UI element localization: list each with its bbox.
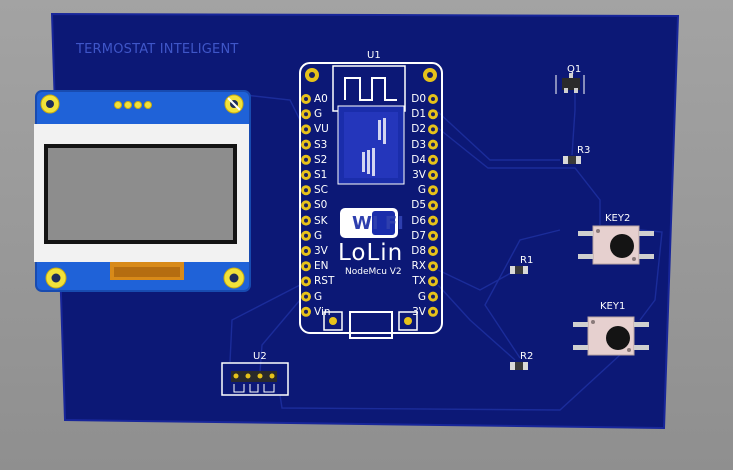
q1-transistor: [555, 73, 585, 94]
u1-pin-label-right: TX: [412, 275, 426, 288]
u1-pin-label-left: A0: [314, 93, 328, 105]
u1-pad-hole: [304, 203, 308, 208]
u1-pin-label-right: D5: [411, 199, 426, 212]
u1-pad-hole: [431, 173, 435, 177]
u1-pad-hole: [431, 157, 435, 162]
u1-pad-hole: [431, 218, 435, 223]
r1-resistor: [510, 266, 528, 274]
copper-traces: [229, 90, 663, 411]
u1-pin-label-right: D8: [411, 245, 426, 257]
u1-pin-label-right: D3: [411, 138, 426, 151]
u1-pin-label-left: S0: [314, 199, 328, 212]
u1-pin-label-left: RST: [314, 275, 335, 288]
u1-pad-hole: [304, 233, 308, 238]
u1-pin-label-right: G: [417, 290, 426, 303]
oled-display-module: [34, 90, 251, 292]
u2-connector: [221, 362, 289, 396]
nodemcu-pin-pads: [301, 94, 438, 317]
r2-label: R2: [520, 351, 534, 362]
q1-label: Q1: [567, 64, 582, 75]
u1-pin-label-right: D0: [411, 93, 426, 105]
u1-pad-hole: [431, 112, 435, 117]
u1-pad-hole: [431, 309, 435, 314]
u1-pin-label-right: G: [417, 184, 426, 197]
u1-pad-hole: [431, 264, 435, 269]
u1-pin-label-right: RX: [411, 260, 427, 273]
u1-designator: U1: [367, 50, 381, 61]
u1-pad-hole: [304, 173, 308, 177]
key2-label: KEY2: [605, 213, 631, 224]
u1-pin-label-right: D6: [411, 214, 426, 227]
u1-pin-label-left: Vin: [314, 305, 331, 318]
board-title: TERMOSTAT INTELIGENT: [76, 42, 239, 57]
r3-label: R3: [577, 145, 591, 156]
brand-label: LoLin: [338, 240, 404, 266]
u1-pin-label-left: S3: [314, 138, 328, 151]
key1-pushbutton: [573, 316, 649, 356]
wifi-logo-text: WI FI: [352, 213, 404, 234]
u1-pin-label-right: D1: [411, 108, 426, 121]
key2-pushbutton: [578, 225, 654, 265]
u1-pin-label-left: EN: [314, 260, 329, 273]
u1-pin-label-left: S2: [314, 153, 328, 166]
model-label: NodeMcu V2: [345, 267, 402, 277]
u1-pin-label-left: G: [314, 229, 323, 242]
u1-pad-hole: [431, 249, 435, 253]
u1-pin-label-right: 3V: [412, 169, 426, 181]
u1-pad-hole: [304, 142, 308, 147]
r1-label: R1: [520, 255, 534, 266]
u1-pin-label-right: 3V: [412, 305, 426, 318]
u1-pad-hole: [304, 157, 308, 162]
u1-pin-label-left: G: [314, 290, 323, 303]
u1-pad-hole: [304, 112, 308, 117]
u1-pad-hole: [304, 249, 308, 253]
u1-pin-label-right: D4: [411, 153, 426, 166]
u1-pin-label-left: 3V: [314, 245, 328, 257]
r3-resistor: [563, 156, 581, 164]
u1-pin-label-left: VU: [314, 123, 329, 136]
u1-pad-hole: [431, 97, 435, 101]
u1-pad-hole: [431, 142, 435, 147]
u1-pad-hole: [304, 294, 308, 299]
u1-pad-hole: [304, 279, 308, 284]
key1-label: KEY1: [600, 301, 626, 312]
u1-pin-label-right: D7: [411, 229, 426, 242]
u1-pad-hole: [304, 97, 308, 101]
u1-pin-label-right: D2: [411, 123, 426, 136]
u1-pad-hole: [431, 188, 435, 193]
u1-pad-hole: [431, 279, 435, 284]
u1-pin-label-left: SC: [314, 184, 328, 197]
u1-pin-label-left: G: [314, 108, 323, 121]
r2-resistor: [510, 362, 528, 370]
u1-pin-label-left: S1: [314, 169, 328, 181]
u2-label: U2: [253, 351, 267, 362]
u1-pad-hole: [304, 264, 308, 269]
u1-pad-hole: [304, 127, 308, 132]
u1-pad-hole: [304, 309, 308, 314]
u1-pad-hole: [304, 188, 308, 193]
u1-pad-hole: [431, 233, 435, 238]
u1-pad-hole: [304, 218, 308, 223]
u1-pad-hole: [431, 127, 435, 132]
u1-pad-hole: [431, 294, 435, 299]
u1-pad-hole: [431, 203, 435, 208]
nodemcu-module: [299, 62, 443, 339]
u1-pin-label-left: SK: [314, 214, 328, 227]
